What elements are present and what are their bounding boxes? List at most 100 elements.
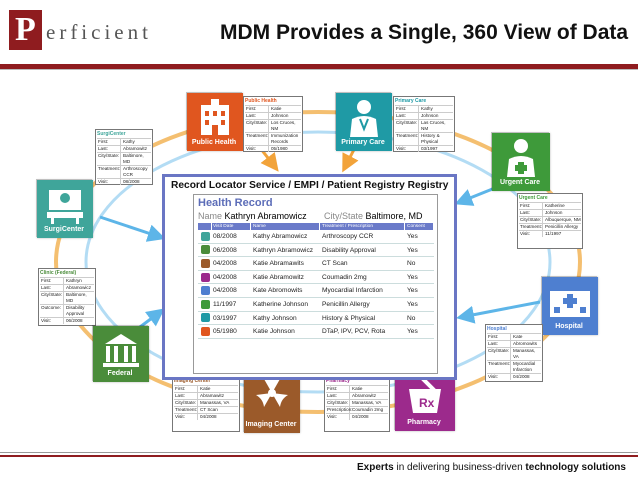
table-row[interactable]: 11/1997 Katherine Johnson Penicillin Aller… [198,298,434,312]
public-health-icon [187,93,243,151]
surgicenter-node[interactable]: SurgiCenter [36,179,93,238]
card-title: Imaging Center [174,378,211,384]
page-title: MDM Provides a Single, 360 View of Data [220,21,629,44]
primary-care-icon [200,313,210,323]
cell-treatment: CT Scan [322,260,348,268]
cell-treatment: History & Physical [322,314,376,322]
pharmacy-label: Pharmacy [407,419,441,426]
hospital-icon [200,286,210,296]
pharmacy-icon [200,272,210,282]
table-row[interactable]: 05/1980 Katie Johnson DTaP, IPV, PCV, Rota… [198,325,434,339]
patient-city: City/State Baltimore, MD [324,211,423,221]
urgent-care-label: Urgent Care [499,179,541,186]
cell-name: Katie Johnson [253,328,295,336]
svg-text:Rx: Rx [419,396,435,410]
header-rule [0,64,638,69]
cell-treatment: Arthroscopy CCR [322,233,374,240]
primary-care-node[interactable]: Primary Care [335,92,392,151]
primary-care-card: Primary Care First:Kathy Last:Johnson Ci… [393,96,455,152]
cell-consent: No [407,314,416,322]
cell-treatment: Penicillin Allergy [322,300,370,308]
cell-consent: Yes [407,246,418,254]
urgent-care-card: Urgent Care First:Katherine Last:Johnson… [517,193,583,249]
public-health-icon [200,326,210,336]
header-rule-thin [0,69,638,70]
table-row[interactable]: 04/2008 Kate Abromowits Myocardial Infarct… [198,284,434,298]
table-row[interactable]: 06/2008 Kathryn Abramowicz Disability Appr… [198,244,434,258]
imaging-center-node[interactable]: Imaging Center [243,370,300,433]
table-row[interactable]: 04/2008 Katie Abramowitz Coumadin 2mg Yes [198,271,434,285]
hospital-label: Hospital [555,323,583,330]
cell-name: Kathryn Abramowicz [253,246,314,254]
imaging-card: Imaging Center First:Katie Last:Abramawi… [172,376,240,432]
surgicenter-icon [37,180,93,238]
cell-treatment: Disability Approval [322,246,376,254]
hospital-card: Hospital First:Kate Last:Abromowits City… [485,324,543,382]
public-health-node[interactable]: Public Health [186,92,243,151]
cell-consent: Yes [407,273,418,281]
public-health-card: Public Health First:Katie Last:Johnson C… [243,96,303,152]
cell-date: 06/2008 [213,246,237,254]
health-record: Health Record Name Kathryn Abramowicz Ci… [193,194,438,374]
federal-icon [93,326,149,382]
imaging-icon [244,371,300,433]
federal-card: Clinic (Federal) First:Kathryn Last:Abra… [38,268,96,326]
cell-date: 11/1997 [213,300,237,308]
footer-tagline: Experts in delivering business-driven te… [357,462,626,473]
perficient-logo-text: erficient [46,20,152,44]
card-title: SurgiCenter [97,131,126,137]
cell-consent: Yes [407,233,418,240]
cell-date: 04/2008 [213,273,237,281]
cell-treatment: DTaP, IPV, PCV, Rota [322,328,386,336]
cell-name: Katherine Johnson [253,300,308,308]
card-title: Hospital [487,326,507,332]
table-row[interactable]: 03/1997 Kathy Johnson History & Physical No [198,312,434,326]
cell-treatment: Coumadin 2mg [322,273,367,281]
perficient-logo-mark: P [9,10,42,50]
cell-name: Katie Abramowitz [253,273,304,281]
cell-consent: Yes [407,300,418,308]
card-title: Urgent Care [519,195,548,201]
table-body: 08/2008 Kathy Abramowicz Arthroscopy CCR Ye… [198,230,434,339]
federal-node[interactable]: Federal [92,325,149,382]
urgent-care-icon [492,133,550,191]
table-row[interactable]: 04/2008 Katie Abramawits CT Scan No [198,257,434,271]
public-health-label: Public Health [191,139,237,146]
cell-consent: Yes [407,287,418,295]
diagram-stage: Public Health Public Health First:Katie … [0,72,638,450]
hospital-node[interactable]: Hospital [541,276,598,335]
cell-name: Kathy Johnson [253,314,297,322]
card-title: Public Health [245,98,277,104]
pharmacy-card: Pharmacy First:Katie Last:Abramowitz Cit… [324,376,390,432]
cell-date: 04/2008 [213,287,237,295]
cell-consent: No [407,260,416,268]
registry-title: Record Locator Service / EMPI / Patient … [171,180,449,191]
imaging-icon [200,258,210,268]
cell-name: Katie Abramawits [253,260,304,268]
card-title: Pharmacy [326,378,350,384]
cell-date: 05/1980 [213,328,237,336]
header: P erficient MDM Provides a Single, 360 V… [0,0,638,64]
health-record-heading: Health Record [198,197,273,209]
card-title: Clinic (Federal) [40,270,77,276]
registry-panel: Record Locator Service / EMPI / Patient … [162,174,457,380]
urgent-care-node[interactable]: Urgent Care [491,132,550,191]
table-header: Visit Date Name Treatment / Prescription… [198,223,434,230]
federal-label: Federal [107,370,133,377]
cell-treatment: Myocardial Infarction [322,287,383,295]
surgicenter-label: SurgiCenter [43,226,85,233]
cell-name: Kathy Abramowicz [253,233,308,240]
surgicenter-icon [200,231,210,241]
cell-date: 08/2008 [213,233,237,240]
table-row[interactable]: 08/2008 Kathy Abramowicz Arthroscopy CCR Ye… [198,230,434,244]
visit-table: Visit Date Name Treatment / Prescription… [198,223,434,339]
imaging-label: Imaging Center [245,421,297,428]
cell-date: 04/2008 [213,260,237,268]
cell-date: 03/1997 [213,314,237,322]
footer-rule [0,455,638,457]
patient-name: Name Kathryn Abramowicz [198,211,307,221]
primary-care-icon [336,93,392,151]
federal-icon [200,245,210,255]
cell-name: Kate Abromowits [253,287,303,295]
hospital-icon [542,277,598,335]
